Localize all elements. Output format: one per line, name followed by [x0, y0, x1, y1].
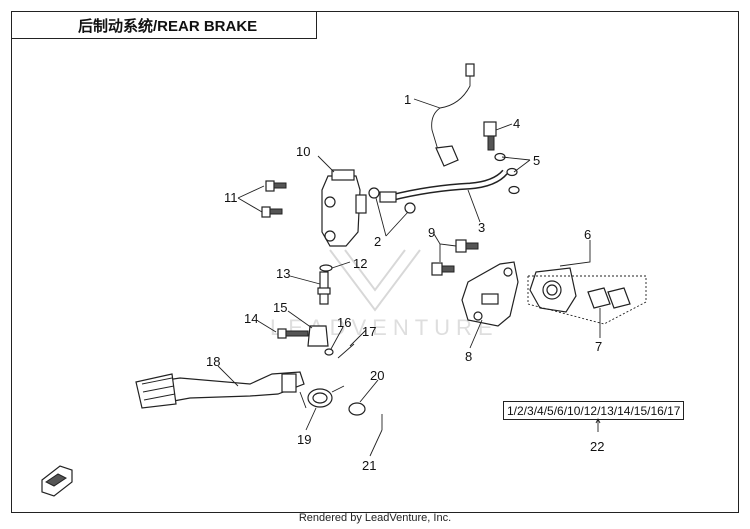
diagram-frame: [11, 11, 739, 513]
leader-lines: [217, 98, 601, 457]
callout-13: 13: [276, 266, 290, 281]
callout-7: 7: [595, 339, 602, 354]
callout-20: 20: [370, 368, 384, 383]
watermark-logo: LEADVENTURE: [270, 249, 493, 340]
kit-parts-label: 1/2/3/4/5/6/10/12/13/14/15/16/17: [503, 401, 685, 420]
front-direction-icon: [41, 465, 73, 497]
callout-18: 18: [206, 354, 220, 369]
part-clevis-washer[interactable]: [324, 348, 334, 356]
part-caliper-bracket[interactable]: [461, 261, 519, 327]
part-mount-bolts[interactable]: [261, 180, 287, 218]
callout-1: 1: [404, 92, 411, 107]
part-clevis-pin[interactable]: [277, 328, 309, 339]
part-push-rod[interactable]: [317, 271, 331, 305]
callout-22: 22: [590, 439, 604, 454]
part-brake-pads[interactable]: [587, 287, 631, 309]
callout-8: 8: [465, 349, 472, 364]
footer-credit: Rendered by LeadVenture, Inc.: [298, 512, 452, 524]
callout-2: 2: [374, 234, 381, 249]
part-clevis[interactable]: [307, 325, 329, 347]
part-bracket-bolts[interactable]: [431, 239, 479, 276]
callout-19: 19: [297, 432, 311, 447]
part-cotter-pin[interactable]: [337, 343, 355, 359]
callout-3: 3: [478, 220, 485, 235]
callout-9: 9: [428, 225, 435, 240]
callout-10: 10: [296, 144, 310, 159]
callout-15: 15: [273, 300, 287, 315]
callout-6: 6: [584, 227, 591, 242]
part-return-spring[interactable]: [299, 385, 345, 409]
title-box: 后制动系统/REAR BRAKE: [11, 11, 317, 39]
callout-12: 12: [353, 256, 367, 271]
part-master-washers[interactable]: [368, 187, 416, 214]
callout-21: 21: [362, 458, 376, 473]
callout-16: 16: [337, 315, 351, 330]
part-brake-hose[interactable]: [379, 169, 508, 203]
part-washers[interactable]: [494, 152, 520, 195]
callout-17: 17: [362, 324, 376, 339]
part-pedal-washer[interactable]: [348, 402, 366, 416]
callout-numbers: 1 2 3 4 5 6 7 8 9 10 11 12 13 15 14 16 1…: [206, 92, 604, 473]
callout-11: 11: [224, 190, 238, 205]
part-brake-switch[interactable]: [431, 63, 475, 167]
callout-4: 4: [513, 116, 520, 131]
page-title: 后制动系统/REAR BRAKE: [78, 17, 258, 35]
part-o-ring[interactable]: [319, 264, 333, 272]
part-brake-pedal[interactable]: [135, 371, 305, 409]
part-brake-caliper[interactable]: [527, 267, 647, 325]
callout-5: 5: [533, 153, 540, 168]
part-master-cylinder[interactable]: [321, 169, 367, 247]
callout-14: 14: [244, 311, 258, 326]
part-banjo-bolt[interactable]: [483, 121, 497, 151]
